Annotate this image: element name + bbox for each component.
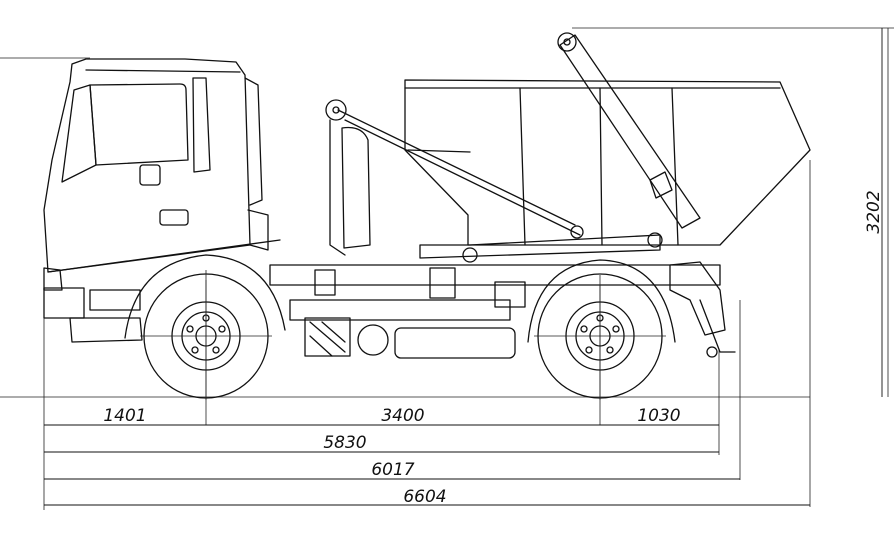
extension-lines (0, 27, 894, 510)
dimension-body-length: 6017 (371, 460, 414, 480)
chassis-frame (269, 261, 736, 359)
front-wheel (124, 254, 286, 399)
skip-container (404, 79, 811, 246)
truck-cab (43, 58, 281, 343)
dimension-rear-overhang: 1030 (637, 406, 680, 426)
dimension-lines (44, 28, 883, 506)
dimension-wheelbase: 3400 (381, 406, 424, 426)
axle-centerlines (140, 270, 666, 400)
dimension-front-overhang: 1401 (103, 406, 146, 426)
dimension-overall-height: 3202 (864, 190, 884, 233)
dimension-frame-length: 5830 (323, 433, 366, 453)
rear-wheel (527, 259, 676, 399)
dimension-overall-length: 6604 (403, 487, 446, 507)
lift-arm (325, 32, 701, 263)
